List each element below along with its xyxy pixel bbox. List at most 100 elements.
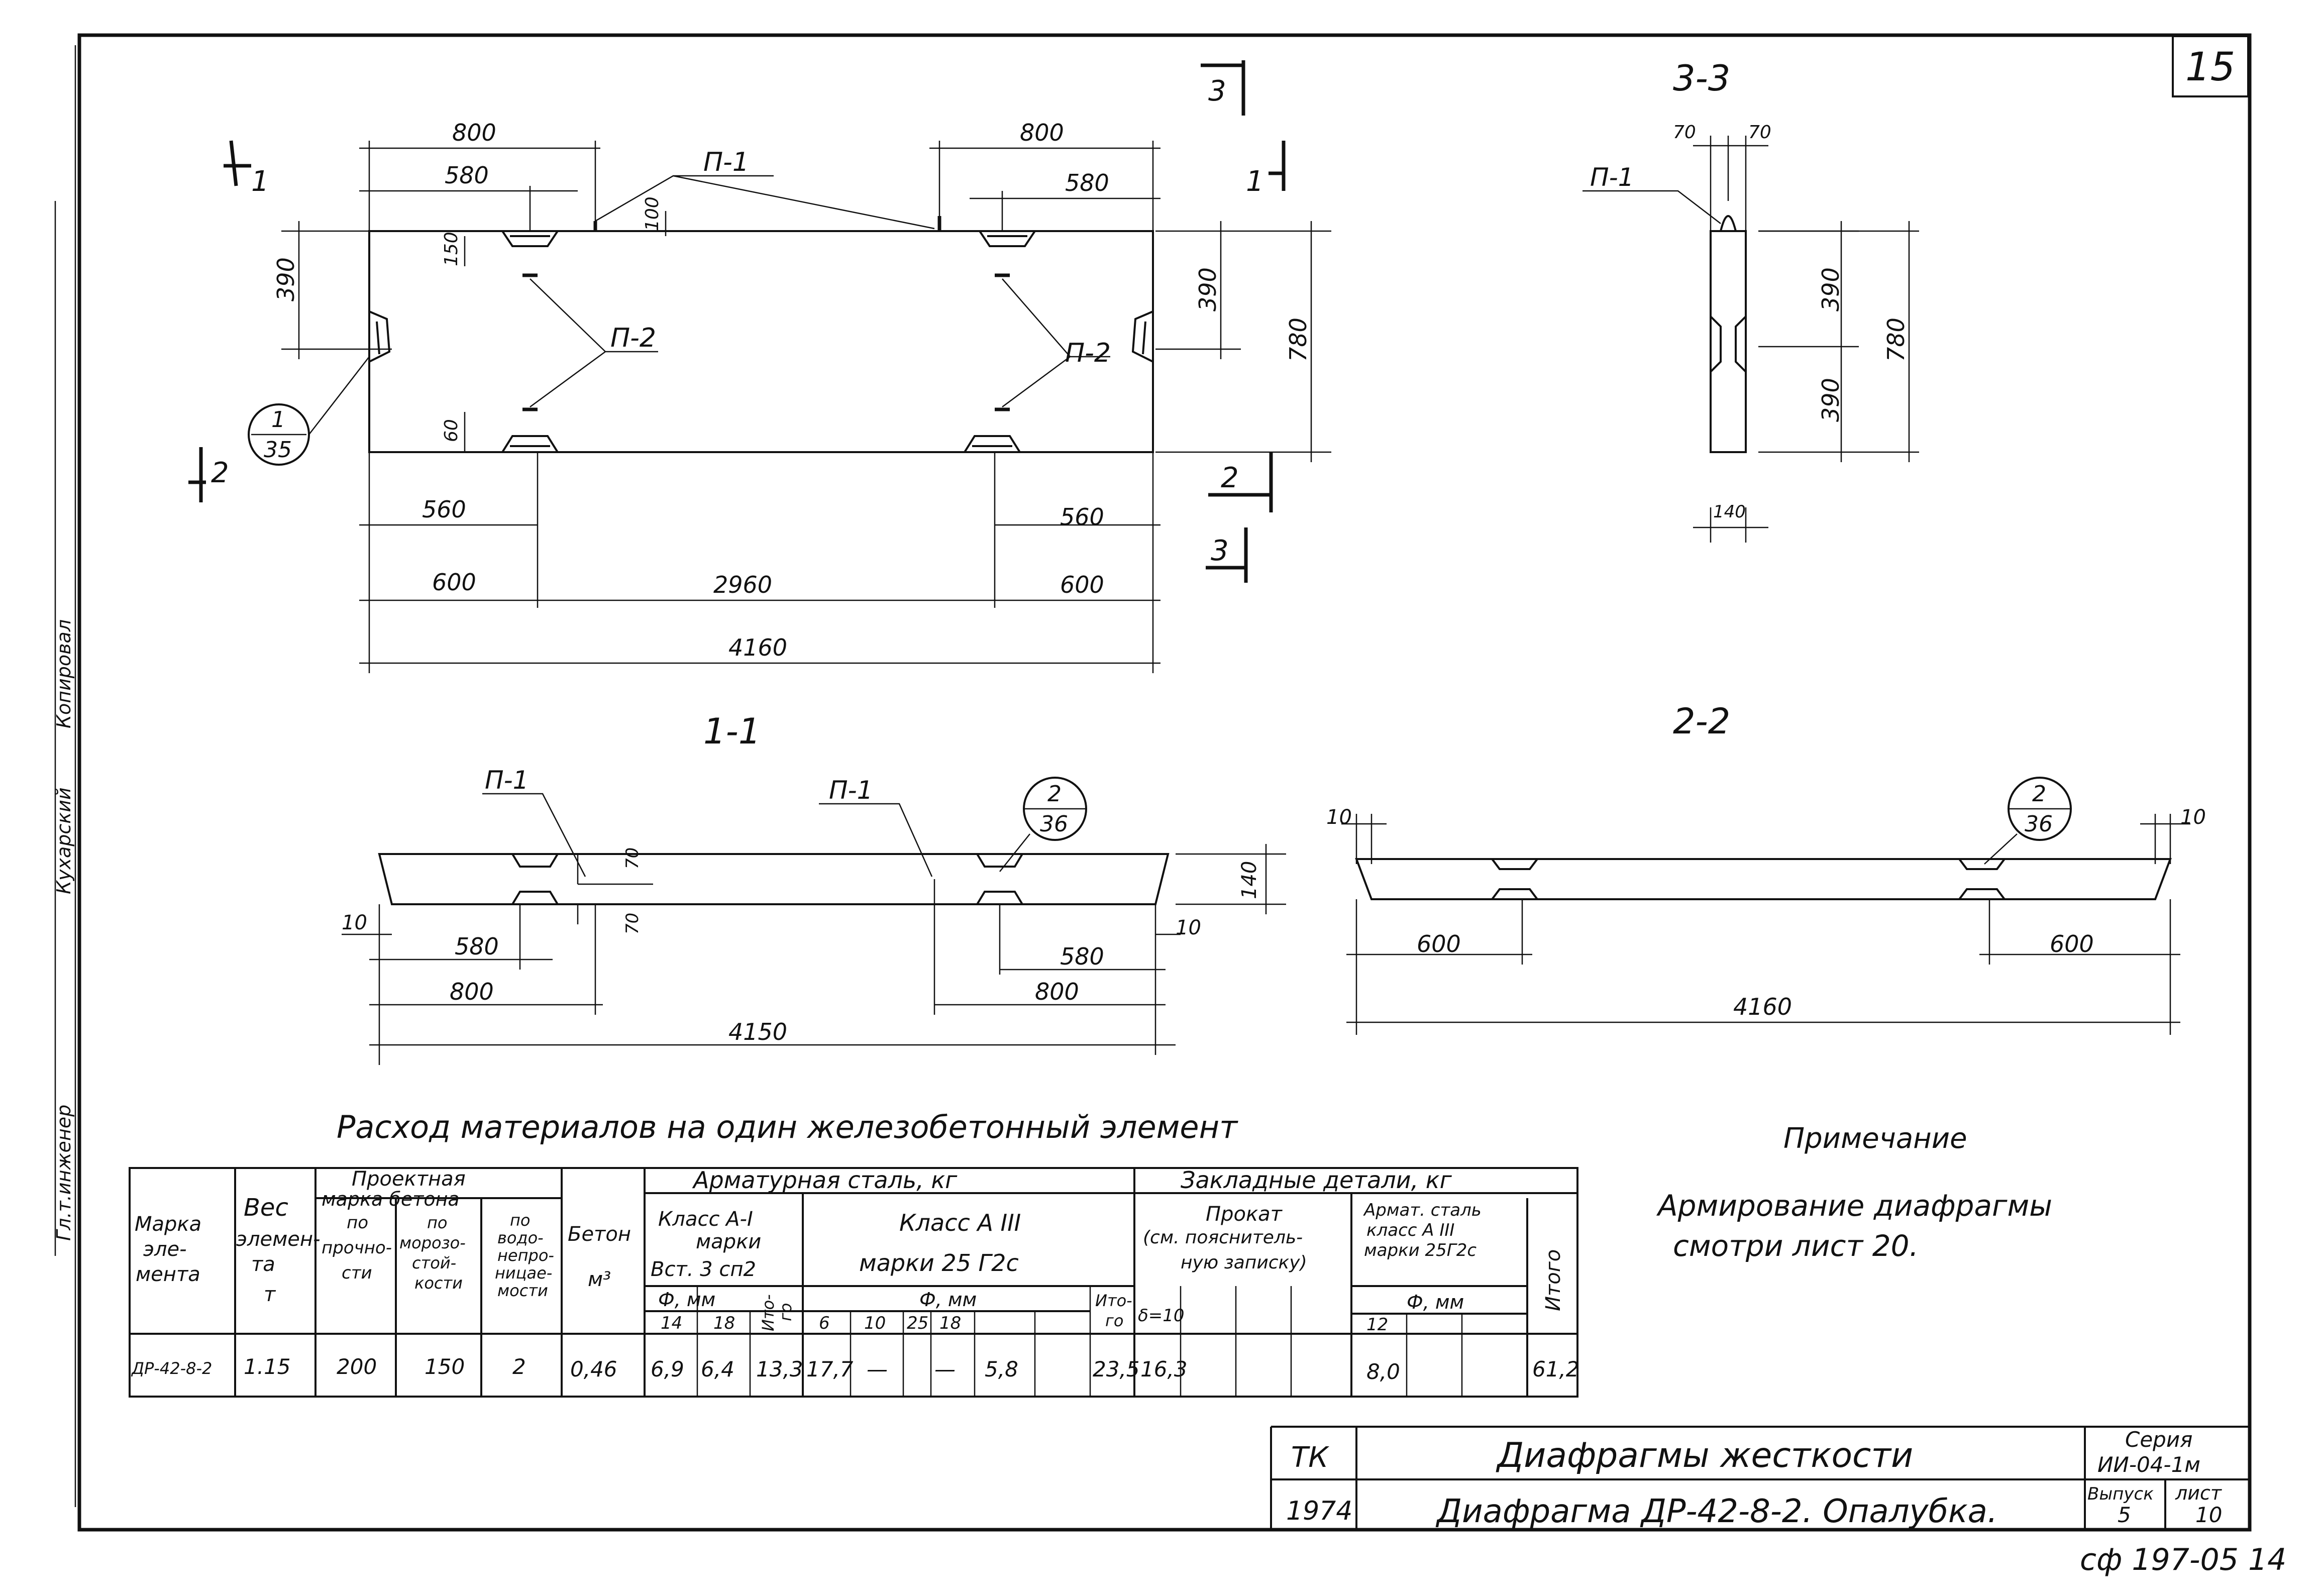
svg-text:морозо-: морозо- xyxy=(399,1233,466,1252)
svg-text:Ф, мм: Ф, мм xyxy=(919,1289,977,1311)
svg-text:—: — xyxy=(934,1357,956,1381)
svg-text:580: 580 xyxy=(455,933,499,960)
svg-text:70: 70 xyxy=(622,847,643,869)
svg-text:прочно-: прочно- xyxy=(322,1238,392,1258)
note-title: Примечание xyxy=(1783,1122,1967,1155)
svg-text:та: та xyxy=(251,1253,275,1276)
svg-text:140: 140 xyxy=(1238,861,1261,899)
svg-text:1: 1 xyxy=(1246,165,1264,198)
svg-text:1.15: 1.15 xyxy=(244,1354,291,1379)
svg-text:марки 25 Г2с: марки 25 Г2с xyxy=(859,1249,1019,1276)
svg-text:70: 70 xyxy=(1673,122,1696,143)
svg-text:23,5: 23,5 xyxy=(1093,1357,1140,1381)
svg-text:2: 2 xyxy=(211,457,229,489)
svg-text:800: 800 xyxy=(452,119,496,146)
svg-text:П-1: П-1 xyxy=(1590,163,1634,192)
svg-text:Вес: Вес xyxy=(244,1194,288,1222)
svg-text:140: 140 xyxy=(1713,502,1746,522)
svg-text:70: 70 xyxy=(622,913,643,934)
svg-text:Ито-: Ито- xyxy=(1095,1291,1132,1310)
bottom-embed-left xyxy=(501,435,559,453)
svg-text:25: 25 xyxy=(907,1313,928,1333)
top-embed-right xyxy=(979,230,1036,247)
svg-text:δ=10: δ=10 xyxy=(1138,1306,1185,1326)
leader-p2-left: П-2 xyxy=(610,323,656,353)
svg-text:580: 580 xyxy=(1065,169,1109,196)
svg-text:8,0: 8,0 xyxy=(1366,1359,1400,1384)
archive-stamp: сф 197-05 14 xyxy=(2080,1542,2286,1577)
svg-text:12: 12 xyxy=(1366,1315,1388,1335)
svg-text:4160: 4160 xyxy=(1733,993,1792,1020)
svg-text:Кухарский: Кухарский xyxy=(53,787,75,894)
svg-text:Закладные детали, кг: Закладные детали, кг xyxy=(1181,1166,1452,1194)
section-3-3-title: 3-3 xyxy=(1673,58,1730,99)
svg-text:36: 36 xyxy=(2025,811,2053,837)
svg-text:по: по xyxy=(347,1213,368,1233)
svg-text:го: го xyxy=(776,1303,795,1321)
svg-text:класс А III: класс А III xyxy=(1366,1220,1454,1240)
svg-text:стой-: стой- xyxy=(412,1253,456,1272)
svg-text:1974: 1974 xyxy=(1286,1496,1352,1526)
svg-text:Вст. 3 сп2: Вст. 3 сп2 xyxy=(651,1258,756,1281)
svg-text:Проектная: Проектная xyxy=(352,1167,466,1191)
svg-text:10: 10 xyxy=(1326,806,1352,829)
svg-text:1: 1 xyxy=(271,407,285,433)
svg-text:6,9: 6,9 xyxy=(651,1357,684,1381)
svg-text:по: по xyxy=(427,1213,448,1232)
svg-text:Итого: Итого xyxy=(1542,1249,1565,1311)
svg-text:Гл.т.инженер: Гл.т.инженер xyxy=(53,1105,75,1241)
svg-text:10: 10 xyxy=(342,911,367,934)
title-block: ТК 1974 Диафрагмы жесткости Диафрагма ДР… xyxy=(1270,1426,2250,1530)
svg-text:м³: м³ xyxy=(588,1268,611,1291)
svg-text:6: 6 xyxy=(819,1313,830,1333)
sheet-number-box xyxy=(2172,35,2249,97)
note-line2: смотри лист 20. xyxy=(1673,1229,1919,1263)
svg-text:580: 580 xyxy=(1060,943,1104,970)
svg-text:150: 150 xyxy=(425,1354,465,1379)
svg-text:10: 10 xyxy=(864,1313,886,1333)
svg-text:2960: 2960 xyxy=(713,571,772,598)
svg-text:5,8: 5,8 xyxy=(985,1357,1018,1381)
sheet-frame xyxy=(77,33,2252,1532)
sheet-number: 15 xyxy=(2185,45,2235,90)
svg-text:марки: марки xyxy=(696,1230,761,1253)
note: Примечание Армирование диафрагмы смотри … xyxy=(1656,1122,2052,1263)
svg-text:16,3: 16,3 xyxy=(1140,1357,1188,1381)
svg-text:Класс А-I: Класс А-I xyxy=(658,1208,753,1231)
svg-text:2: 2 xyxy=(512,1354,526,1379)
svg-text:ницае-: ницае- xyxy=(495,1263,552,1283)
svg-text:60: 60 xyxy=(441,419,462,442)
elevation-view: П-1 П-2 П-2 1 1 2 2 3 3 1 35 xyxy=(188,60,1331,673)
bottom-embed-right xyxy=(964,435,1021,453)
svg-text:Выпуск: Выпуск xyxy=(2087,1484,2154,1504)
svg-text:1: 1 xyxy=(251,165,269,198)
svg-text:580: 580 xyxy=(445,162,489,189)
svg-text:2: 2 xyxy=(2032,781,2046,807)
svg-text:600: 600 xyxy=(1060,571,1104,598)
section-1-1: 1-1 П-1 П-1 2 36 xyxy=(342,711,1286,1065)
svg-text:по: по xyxy=(510,1211,531,1230)
side-embed-left xyxy=(369,310,391,363)
svg-text:3: 3 xyxy=(1211,535,1229,567)
row-mark: ДР-42-8-2 xyxy=(131,1359,212,1378)
svg-text:600: 600 xyxy=(2050,930,2094,957)
svg-text:18: 18 xyxy=(939,1313,961,1333)
svg-text:36: 36 xyxy=(1040,811,1068,837)
svg-text:10: 10 xyxy=(2180,806,2206,829)
beam-elevation xyxy=(368,230,1154,453)
svg-text:390: 390 xyxy=(1817,267,1844,311)
svg-text:П-1: П-1 xyxy=(829,776,873,805)
svg-text:390: 390 xyxy=(1817,378,1844,422)
svg-text:780: 780 xyxy=(1285,317,1312,362)
svg-text:800: 800 xyxy=(1020,119,1064,146)
svg-text:ную записку): ную записку) xyxy=(1181,1252,1307,1273)
svg-text:элемен-: элемен- xyxy=(236,1228,321,1251)
svg-text:Серия: Серия xyxy=(2125,1427,2192,1452)
svg-text:13,3: 13,3 xyxy=(756,1357,803,1381)
svg-text:6,4: 6,4 xyxy=(701,1357,734,1381)
svg-text:560: 560 xyxy=(422,496,466,523)
svg-text:14: 14 xyxy=(661,1313,682,1333)
svg-text:3: 3 xyxy=(1208,75,1226,108)
svg-text:П-1: П-1 xyxy=(485,766,529,795)
